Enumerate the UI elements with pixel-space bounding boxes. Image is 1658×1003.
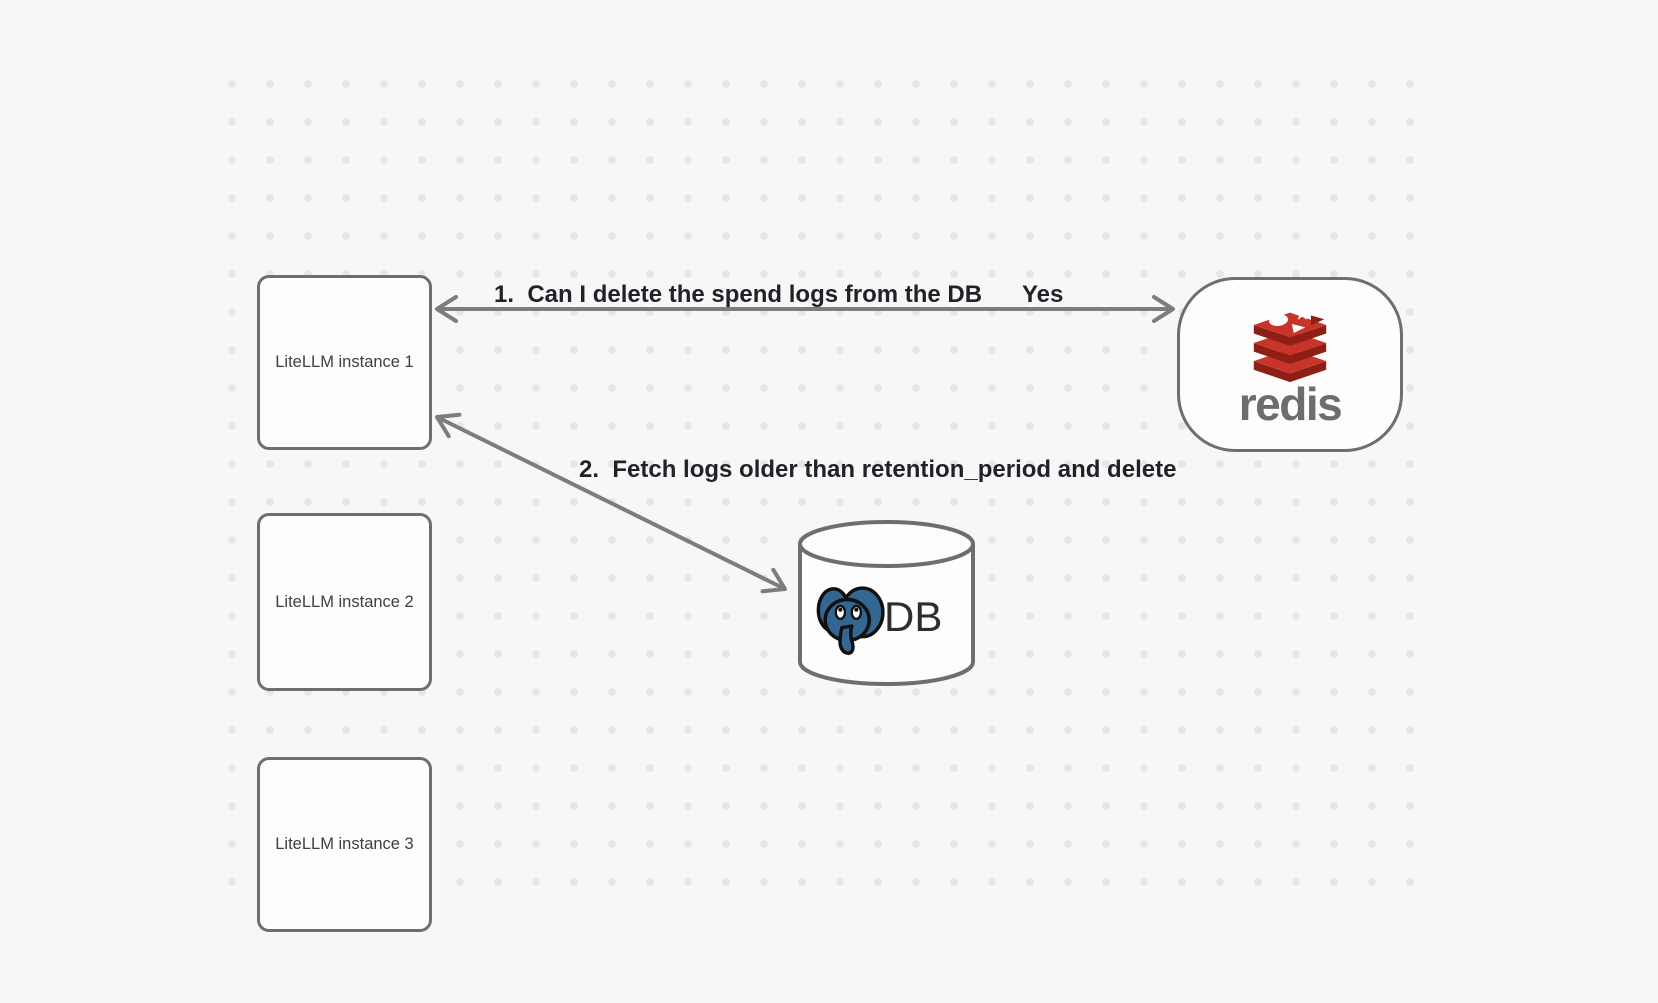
node-litellm-instance-3[interactable]: LiteLLM instance 3	[257, 757, 432, 932]
db-label: DB	[884, 593, 943, 640]
edge-label-redis-query: 1. Can I delete the spend logs from the …	[494, 281, 983, 308]
postgres-elephant-icon	[816, 586, 885, 655]
node-redis[interactable]: redis	[1177, 277, 1403, 452]
node-label: LiteLLM instance 1	[275, 353, 414, 371]
node-label: LiteLLM instance 3	[275, 835, 414, 853]
edge-label-db-fetch: 2. Fetch logs older than retention_perio…	[579, 456, 1177, 483]
node-litellm-instance-1[interactable]: LiteLLM instance 1	[257, 275, 432, 450]
node-litellm-instance-2[interactable]: LiteLLM instance 2	[257, 513, 432, 691]
arrow-instance1-db[interactable]	[435, 412, 787, 594]
redis-logo-icon	[1253, 305, 1327, 382]
redis-wordmark: redis	[1238, 377, 1343, 430]
node-label: LiteLLM instance 2	[275, 592, 414, 611]
arrow-instance1-redis[interactable]	[435, 295, 1175, 323]
edge-label-redis-response: Yes	[1022, 281, 1064, 308]
